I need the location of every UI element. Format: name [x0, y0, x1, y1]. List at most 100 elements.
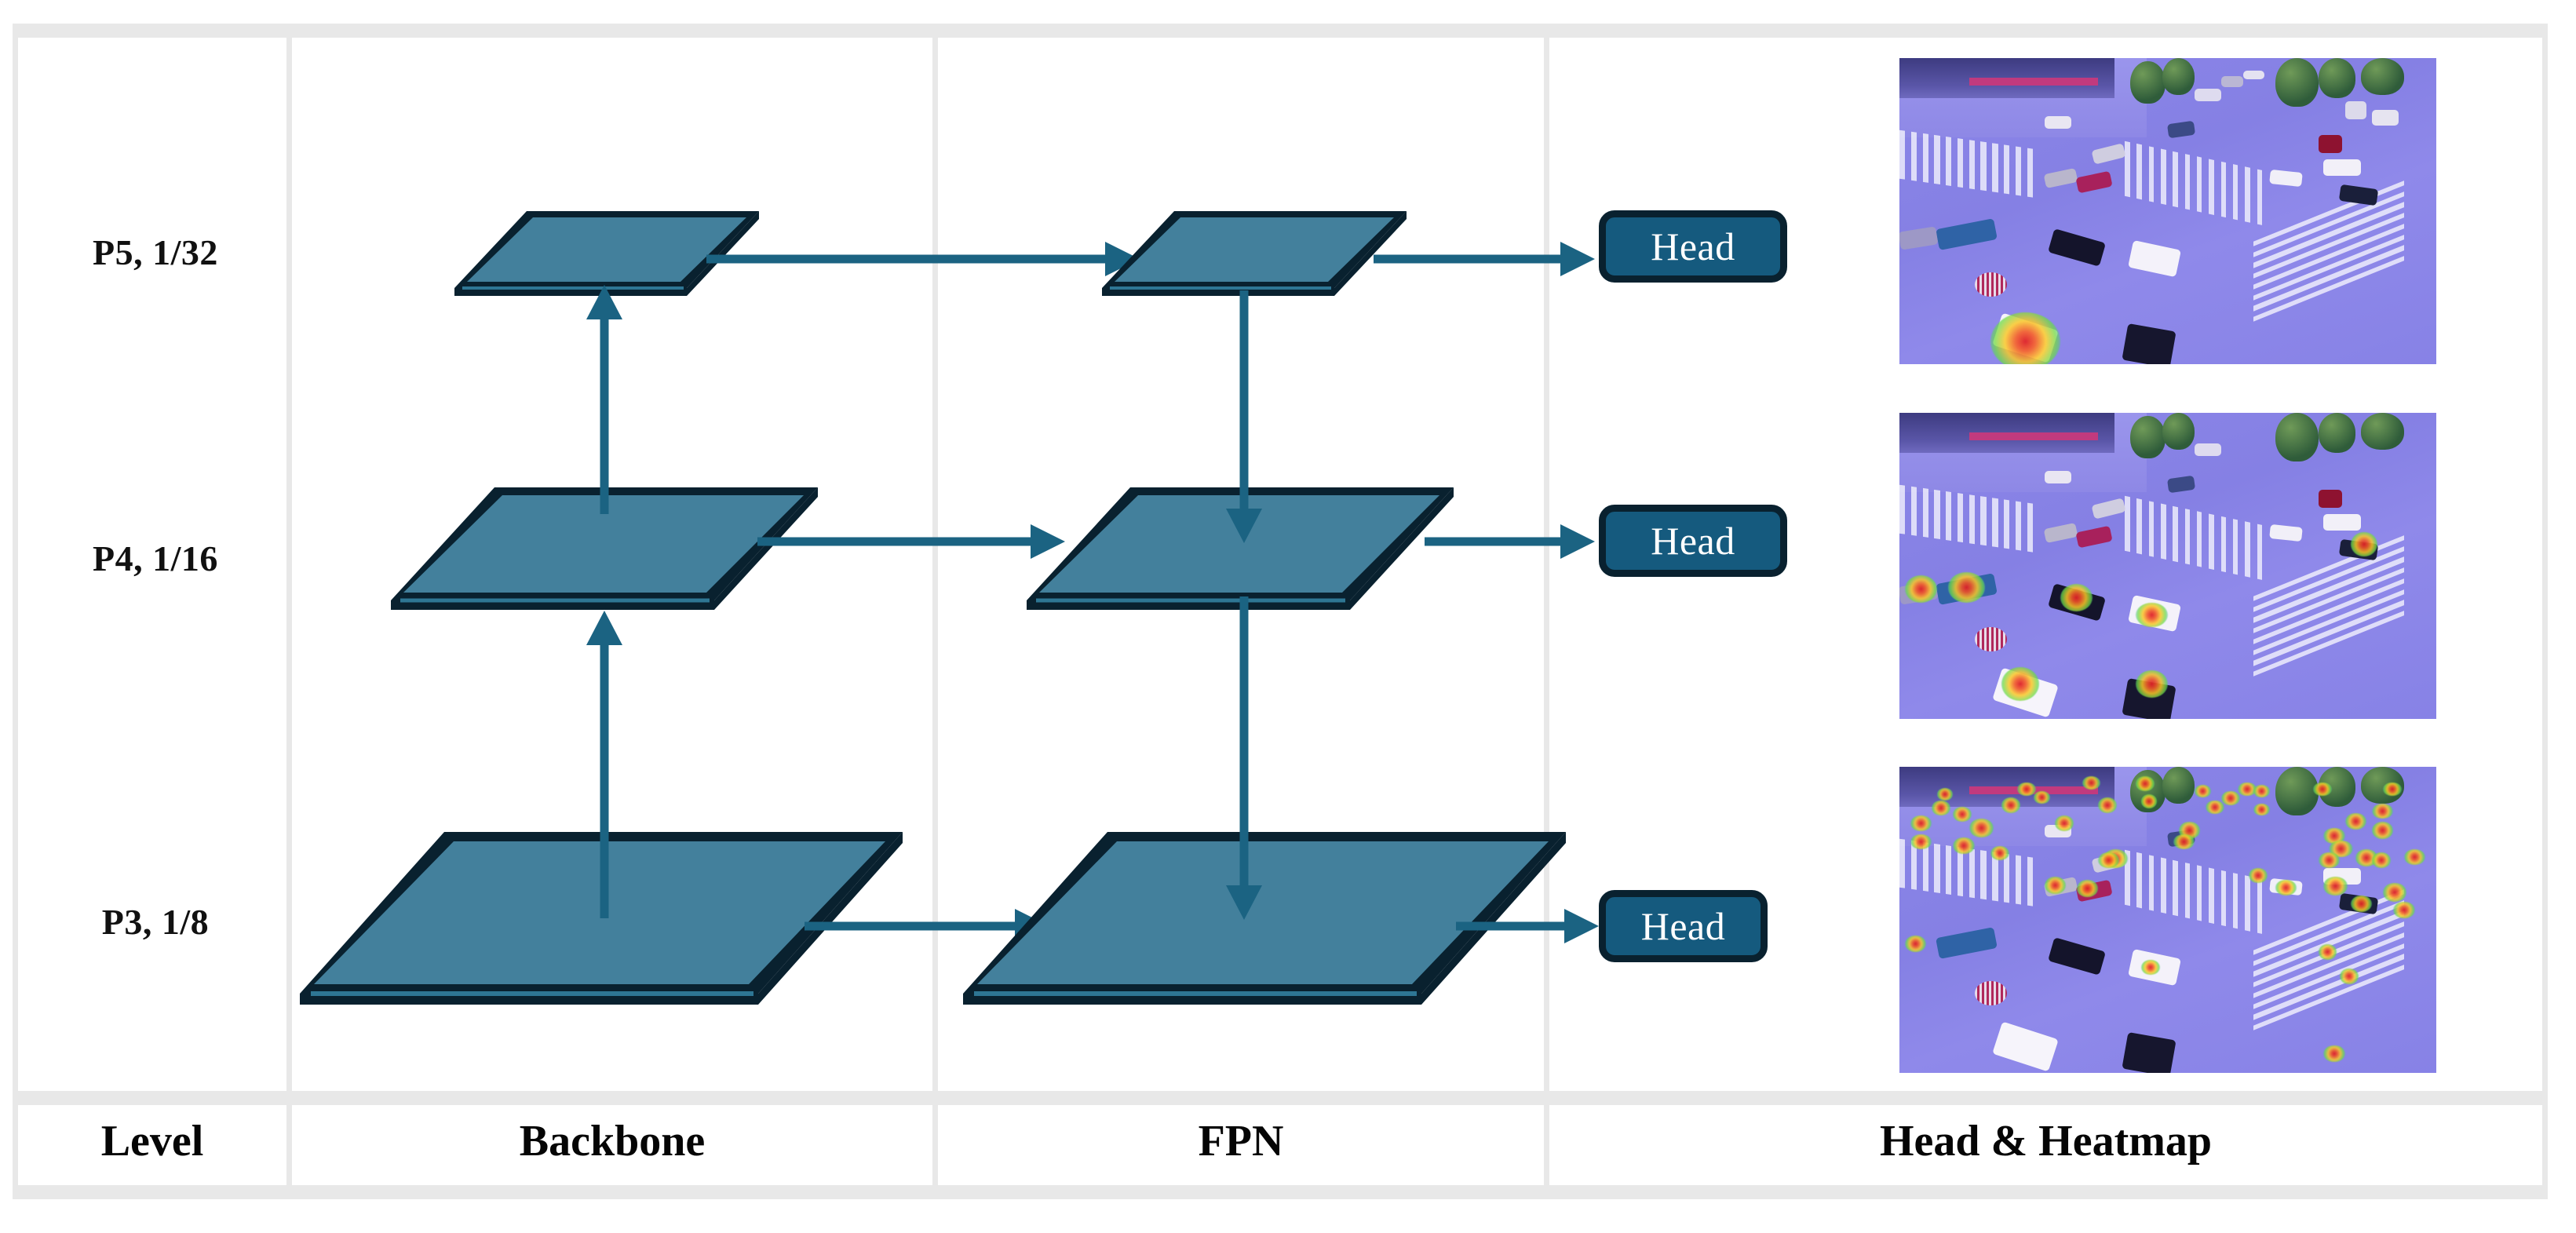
tree-icon — [2162, 413, 2195, 450]
header-divider-3 — [1544, 1099, 1549, 1187]
heatmap-blob — [2082, 775, 2101, 790]
vehicle — [2195, 443, 2222, 456]
heatmap-blob — [2312, 782, 2332, 797]
vehicle — [2371, 110, 2399, 126]
backbone-plane-p3 — [290, 816, 910, 1020]
arrow-fpn-p5-to-head — [1374, 235, 1601, 283]
column-header-level-text: Level — [100, 1117, 204, 1166]
heatmap-blob — [2135, 602, 2168, 627]
arrow-fpn-p4-to-p3 — [1220, 596, 1268, 926]
vehicle — [2318, 489, 2343, 508]
header-row-top-border — [13, 1091, 2548, 1105]
heatmap-image-p4 — [1899, 413, 2436, 719]
head-button-p5[interactable]: Head — [1599, 210, 1787, 283]
head-button-p5-label: Head — [1651, 224, 1735, 268]
head-button-p4-label: Head — [1651, 519, 1735, 563]
heatmap-blob — [2237, 782, 2257, 797]
column-header-backbone: Backbone — [292, 1099, 932, 1184]
heatmap-blob — [1904, 575, 1937, 603]
heatmap-scene-p5 — [1899, 58, 2436, 364]
fpn-plane-p3 — [954, 816, 1574, 1020]
arrow-lateral-p4 — [757, 518, 1071, 565]
heatmap-blob — [2076, 880, 2099, 897]
heatmap-blob — [2253, 803, 2270, 816]
heatmap-blob — [2001, 797, 2020, 813]
heatmap-blob — [1904, 935, 1927, 952]
column-header-fpn: FPN — [938, 1099, 1544, 1184]
vehicle — [2221, 76, 2243, 88]
heatmap-blob — [2403, 849, 2426, 865]
heatmap-blob — [2253, 785, 2270, 797]
arrow-fpn-p4-to-head — [1425, 518, 1601, 565]
column-divider-backbone-fpn — [932, 24, 938, 1105]
heatmap-blob — [2371, 803, 2394, 819]
head-button-p4[interactable]: Head — [1599, 505, 1787, 577]
head-button-p3[interactable]: Head — [1599, 890, 1768, 962]
column-header-backbone-text: Backbone — [519, 1117, 706, 1166]
heatmap-blob — [1932, 800, 1950, 816]
vehicle — [2195, 89, 2222, 101]
heatmap-blob — [1910, 834, 1932, 850]
traffic-cone — [1974, 981, 2007, 1006]
heatmap-blob — [2318, 852, 2340, 868]
heatmap-blob — [1990, 846, 2010, 860]
heatmap-blob — [2371, 822, 2394, 839]
frame-left-border — [13, 24, 18, 1105]
heatmap-scene-p3 — [1899, 767, 2436, 1073]
tree-icon — [2130, 415, 2166, 459]
tree-icon — [2361, 58, 2404, 95]
heatmap-blob — [2323, 877, 2348, 896]
heatmap-blob — [2055, 815, 2074, 831]
heatmap-blob — [2382, 782, 2402, 797]
heatmap-blob — [1968, 819, 1994, 837]
header-row-bottom-border — [13, 1185, 2548, 1199]
fpn-plane-p5 — [1099, 200, 1413, 302]
backbone-plane-p5 — [451, 200, 765, 302]
heatmap-blob — [2205, 800, 2224, 815]
heatmap-blob — [2221, 791, 2241, 805]
tree-icon — [2275, 58, 2319, 108]
heatmap-blob — [2001, 666, 2039, 701]
heatmap-blob — [2044, 877, 2067, 894]
heatmap-blob — [1953, 837, 1975, 855]
column-header-head-heatmap: Head & Heatmap — [1549, 1099, 2542, 1184]
heatmap-blob — [2140, 794, 2158, 808]
level-label-p3: P3, 1/8 — [14, 901, 297, 943]
shop-banner — [1968, 432, 2099, 441]
vehicle — [2323, 159, 2362, 177]
frame-right-border — [2542, 24, 2548, 1105]
tree-icon — [2318, 58, 2356, 98]
arrow-lateral-p5 — [706, 235, 1146, 283]
heatmap-scene-p4 — [1899, 413, 2436, 719]
heatmap-blob — [1953, 806, 1972, 823]
tree-icon — [2275, 767, 2319, 816]
arrow-backbone-p3-to-p4 — [581, 604, 628, 918]
heatmap-blob — [2195, 785, 2211, 797]
level-label-p5-text: P5, 1/32 — [93, 232, 218, 272]
tree-icon — [2318, 413, 2356, 453]
vehicle — [2044, 116, 2071, 129]
traffic-cone — [1974, 272, 2007, 297]
heatmap-blob — [1990, 312, 2061, 364]
tree-icon — [2130, 60, 2166, 104]
heatmap-blob — [2382, 883, 2407, 902]
level-label-p4-text: P4, 1/16 — [93, 538, 218, 578]
header-divider-left — [13, 1099, 18, 1187]
heatmap-blob — [2393, 901, 2415, 919]
heatmap-blob — [1910, 815, 1932, 831]
tree-icon — [2162, 58, 2195, 95]
tree-icon — [2275, 413, 2319, 462]
heatmap-blob — [2318, 944, 2337, 960]
level-label-p3-text: P3, 1/8 — [101, 902, 210, 942]
heatmap-blob — [2344, 812, 2367, 830]
header-divider-right — [2542, 1099, 2548, 1187]
heatmap-image-p3 — [1899, 767, 2436, 1073]
heatmap-blob — [2034, 791, 2050, 804]
vehicle — [2344, 100, 2367, 119]
figure-frame — [13, 24, 2548, 1209]
vehicle — [2323, 513, 2362, 531]
heatmap-blob — [2350, 532, 2377, 557]
level-label-p4: P4, 1/16 — [14, 538, 297, 579]
vehicle — [2318, 134, 2343, 153]
heatmap-blob — [2173, 834, 2195, 850]
